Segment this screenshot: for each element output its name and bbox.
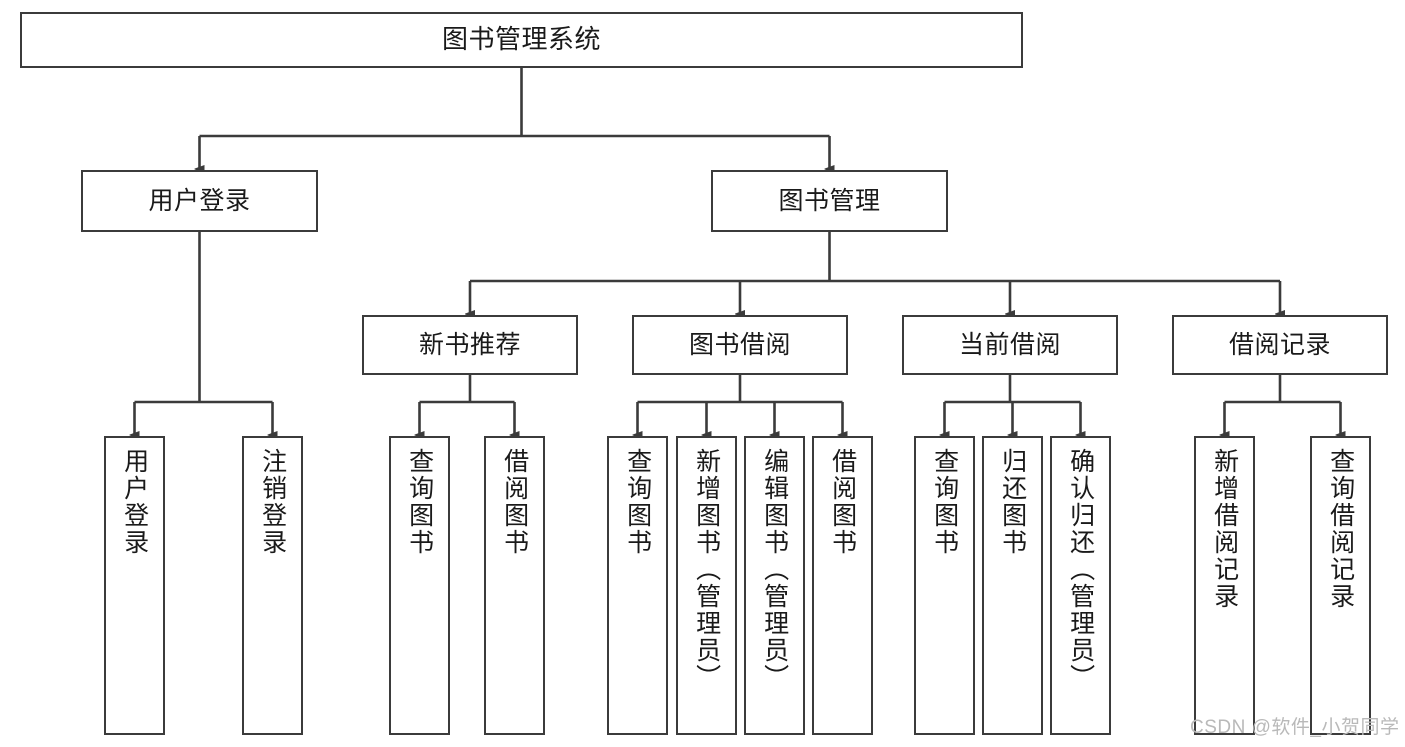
- node-label: 图书借阅: [688, 331, 791, 359]
- node-leaf-confirm-return: 确认归还（管理员）: [1050, 436, 1111, 735]
- node-label: 查询图书: [930, 448, 959, 556]
- node-leaf-query-book-1: 查询图书: [389, 436, 450, 735]
- node-leaf-logout: 注销登录: [242, 436, 303, 735]
- node-leaf-add-book: 新增图书（管理员）: [676, 436, 737, 735]
- node-label: 借阅图书: [500, 448, 529, 556]
- node-leaf-query-borrow-record: 查询借阅记录: [1310, 436, 1371, 735]
- node-label: 查询图书: [405, 448, 434, 556]
- node-book-management: 图书管理: [711, 170, 948, 232]
- node-root: 图书管理系统: [20, 12, 1023, 68]
- node-label: 新增图书（管理员）: [692, 448, 721, 691]
- node-book-borrow: 图书借阅: [632, 315, 848, 375]
- node-label: 图书管理系统: [441, 24, 601, 55]
- csdn-watermark: CSDN @软件_小贺同学: [1190, 717, 1400, 738]
- node-leaf-borrow-book-2: 借阅图书: [812, 436, 873, 735]
- node-label: 借阅图书: [828, 448, 857, 556]
- node-label: 用户登录: [148, 187, 251, 215]
- node-leaf-add-borrow-record: 新增借阅记录: [1194, 436, 1255, 735]
- node-label: 图书管理: [778, 187, 881, 215]
- node-leaf-user-login: 用户登录: [104, 436, 165, 735]
- node-label: 编辑图书（管理员）: [760, 448, 789, 691]
- node-borrow-record: 借阅记录: [1172, 315, 1388, 375]
- node-label: 借阅记录: [1228, 331, 1331, 359]
- node-current-borrow: 当前借阅: [902, 315, 1118, 375]
- node-new-book-recommend: 新书推荐: [362, 315, 578, 375]
- node-leaf-query-book-3: 查询图书: [914, 436, 975, 735]
- node-label: 当前借阅: [958, 331, 1061, 359]
- node-label: 归还图书: [998, 448, 1027, 556]
- node-label: 新增借阅记录: [1210, 448, 1239, 610]
- node-leaf-edit-book: 编辑图书（管理员）: [744, 436, 805, 735]
- node-leaf-borrow-book-1: 借阅图书: [484, 436, 545, 735]
- node-leaf-return-book: 归还图书: [982, 436, 1043, 735]
- node-user-login: 用户登录: [81, 170, 318, 232]
- node-label: 新书推荐: [418, 331, 521, 359]
- node-label: 确认归还（管理员）: [1066, 448, 1095, 691]
- node-label: 查询借阅记录: [1326, 448, 1355, 610]
- node-label: 注销登录: [258, 448, 287, 556]
- node-label: 用户登录: [120, 448, 149, 556]
- node-leaf-query-book-2: 查询图书: [607, 436, 668, 735]
- node-label: 查询图书: [623, 448, 652, 556]
